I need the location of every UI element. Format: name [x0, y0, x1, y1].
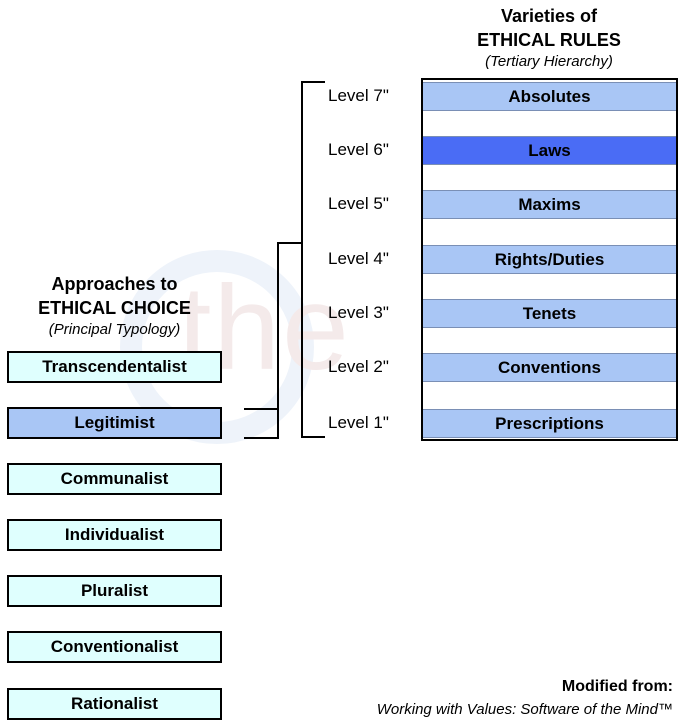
- rule-tenets: Tenets: [423, 299, 676, 328]
- approach-conventionalist: Conventionalist: [7, 631, 222, 663]
- credit-line1: Modified from:: [561, 678, 673, 695]
- rule-maxims: Maxims: [423, 190, 676, 219]
- approaches-heading-line1: Approaches to: [51, 274, 178, 294]
- level-label-6: Level 6": [328, 140, 389, 159]
- credit: Modified from: Working with Values: Soft…: [377, 676, 673, 722]
- approach-communalist: Communalist: [7, 463, 222, 495]
- approach-individualist: Individualist: [7, 519, 222, 551]
- level-label-7: Level 7": [328, 86, 389, 105]
- rule-absolutes: Absolutes: [423, 82, 676, 111]
- bracket-top: [301, 81, 325, 83]
- approach-rationalist: Rationalist: [7, 688, 222, 720]
- connector-top-stub: [244, 408, 278, 410]
- approach-pluralist: Pluralist: [7, 575, 222, 607]
- level-label-4: Level 4": [328, 249, 389, 268]
- rules-column: Absolutes Laws Maxims Rights/Duties Tene…: [421, 78, 678, 441]
- connector-bottom-stub: [244, 437, 278, 439]
- rule-prescriptions: Prescriptions: [423, 409, 676, 438]
- rule-rights-duties: Rights/Duties: [423, 245, 676, 274]
- bracket-vertical: [301, 81, 303, 438]
- connector-mid-horizontal: [277, 242, 303, 244]
- rules-heading-line1: Varieties of: [500, 6, 598, 26]
- level-label-2: Level 2": [328, 357, 389, 376]
- approaches-heading: Approaches to ETHICAL CHOICE (Principal …: [7, 272, 222, 340]
- rule-conventions: Conventions: [423, 353, 676, 382]
- approach-transcendentalist: Transcendentalist: [7, 351, 222, 383]
- credit-line2: Working with Values: Software of the Min…: [376, 701, 673, 718]
- rules-heading: Varieties of ETHICAL RULES (Tertiary Hie…: [420, 4, 678, 72]
- rule-laws: Laws: [423, 136, 676, 165]
- level-label-5: Level 5": [328, 194, 389, 213]
- approach-legitimist: Legitimist: [7, 407, 222, 439]
- level-label-3: Level 3": [328, 303, 389, 322]
- rules-heading-line2: ETHICAL RULES: [477, 30, 621, 50]
- approaches-heading-line2: ETHICAL CHOICE: [38, 298, 191, 318]
- rules-heading-sub: (Tertiary Hierarchy): [485, 53, 613, 70]
- connector-inner-vertical: [277, 242, 279, 439]
- level-label-1: Level 1": [328, 413, 389, 432]
- approaches-heading-sub: (Principal Typology): [48, 321, 181, 338]
- bracket-bottom: [301, 436, 325, 438]
